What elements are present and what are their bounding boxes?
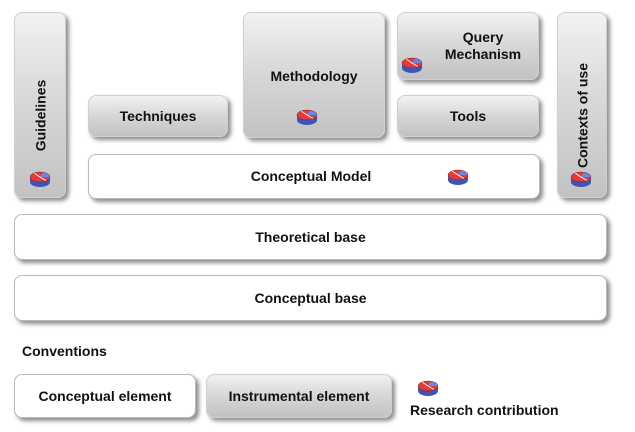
research-contribution-icon xyxy=(296,107,318,127)
research-contribution-icon xyxy=(447,167,469,187)
legend-research-contribution-icon xyxy=(417,378,439,398)
theoretical-base-label: Theoretical base xyxy=(255,228,366,245)
legend-research-contribution-label: Research contribution xyxy=(410,402,559,418)
legend-conceptual-element: Conceptual element xyxy=(14,374,196,418)
query-mechanism-label-line2: Mechanism xyxy=(444,46,522,62)
tools-label: Tools xyxy=(449,107,487,124)
contexts-of-use-box: Contexts of use xyxy=(557,12,607,198)
conventions-title: Conventions xyxy=(22,343,107,359)
methodology-label: Methodology xyxy=(270,68,358,84)
techniques-label: Techniques xyxy=(119,107,197,124)
query-mechanism-label-line1: Query xyxy=(462,29,504,45)
conceptual-model-label: Conceptual Model xyxy=(250,168,372,184)
tools-box: Tools xyxy=(397,95,539,137)
techniques-box: Techniques xyxy=(88,95,228,137)
contexts-of-use-label: Contexts of use xyxy=(574,63,591,169)
conceptual-base-label: Conceptual base xyxy=(254,289,367,306)
research-contribution-icon xyxy=(401,55,423,75)
guidelines-label: Guidelines xyxy=(32,79,49,152)
query-mechanism-box: Query Mechanism xyxy=(397,12,539,80)
guidelines-box: Guidelines xyxy=(14,12,66,198)
research-contribution-icon xyxy=(29,169,51,189)
conceptual-base-box: Conceptual base xyxy=(14,275,607,321)
methodology-box: Methodology xyxy=(243,12,385,138)
research-contribution-icon xyxy=(570,169,592,189)
legend-instrumental-element: Instrumental element xyxy=(206,374,392,418)
legend-instrumental-element-label: Instrumental element xyxy=(228,387,370,404)
legend-conceptual-element-label: Conceptual element xyxy=(38,387,172,404)
theoretical-base-box: Theoretical base xyxy=(14,214,607,260)
conceptual-model-box: Conceptual Model xyxy=(88,154,540,199)
